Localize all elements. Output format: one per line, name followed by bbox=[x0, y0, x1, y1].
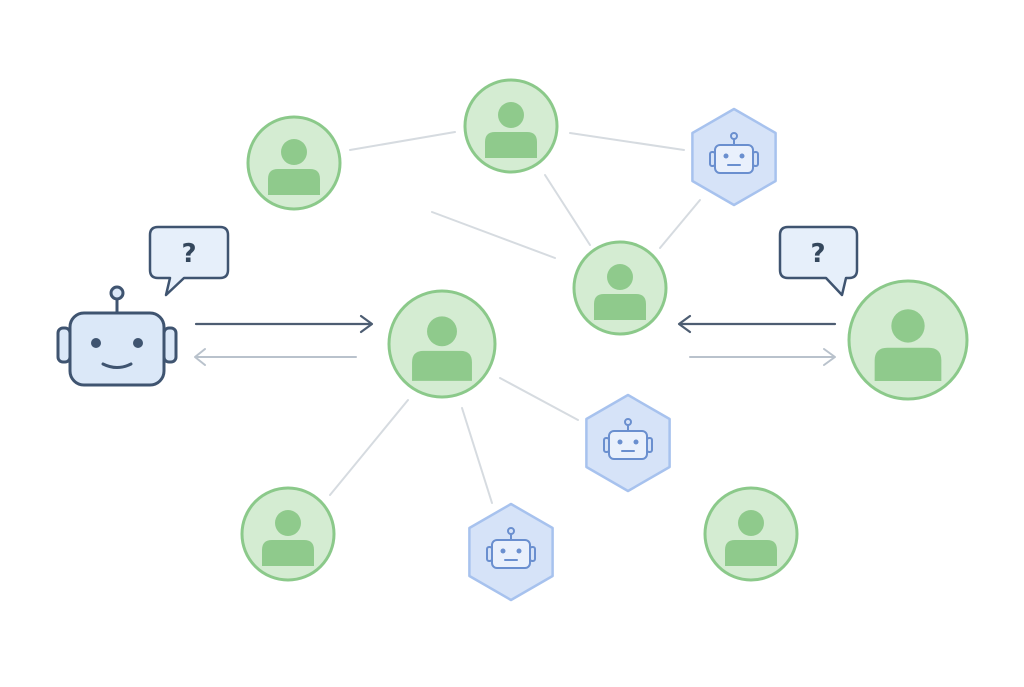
question-mark: ? bbox=[810, 239, 825, 269]
person-node bbox=[387, 289, 497, 399]
connector-line bbox=[569, 132, 685, 151]
person-node bbox=[240, 486, 336, 582]
question-mark: ? bbox=[181, 239, 196, 269]
person-node bbox=[847, 279, 969, 401]
arrow-hub-to-bot bbox=[194, 348, 357, 366]
speech-bubble-icon: ? bbox=[148, 225, 230, 297]
connector-lines bbox=[329, 131, 701, 504]
arrow-bot-to-hub bbox=[194, 314, 374, 334]
person-node bbox=[572, 240, 668, 336]
person-node bbox=[246, 115, 342, 211]
arrow-node-to-person bbox=[689, 348, 836, 366]
agent-node bbox=[691, 107, 777, 207]
person-icon bbox=[874, 309, 942, 382]
agent-node bbox=[585, 393, 671, 493]
agent-node bbox=[468, 502, 554, 602]
robot-icon bbox=[603, 418, 653, 460]
person-icon bbox=[268, 139, 320, 195]
assistant-robot-icon bbox=[56, 285, 178, 387]
connector-line bbox=[499, 377, 579, 421]
person-icon bbox=[725, 510, 777, 566]
person-node bbox=[463, 78, 559, 174]
connector-line bbox=[659, 199, 701, 249]
robot-icon bbox=[486, 527, 536, 569]
person-icon bbox=[262, 510, 314, 566]
person-icon bbox=[485, 102, 537, 158]
connector-line bbox=[329, 399, 409, 496]
robot-icon bbox=[709, 132, 759, 174]
interaction-arrows bbox=[194, 314, 837, 366]
connector-line bbox=[461, 407, 493, 504]
arrow-person-to-node bbox=[677, 314, 837, 334]
network-nodes bbox=[240, 78, 969, 602]
person-icon bbox=[594, 264, 646, 320]
person-node bbox=[703, 486, 799, 582]
speech-bubble-icon: ? bbox=[778, 225, 859, 297]
connector-line bbox=[431, 211, 556, 259]
connector-line bbox=[544, 174, 591, 246]
connector-line bbox=[349, 131, 456, 151]
person-icon bbox=[412, 316, 472, 381]
